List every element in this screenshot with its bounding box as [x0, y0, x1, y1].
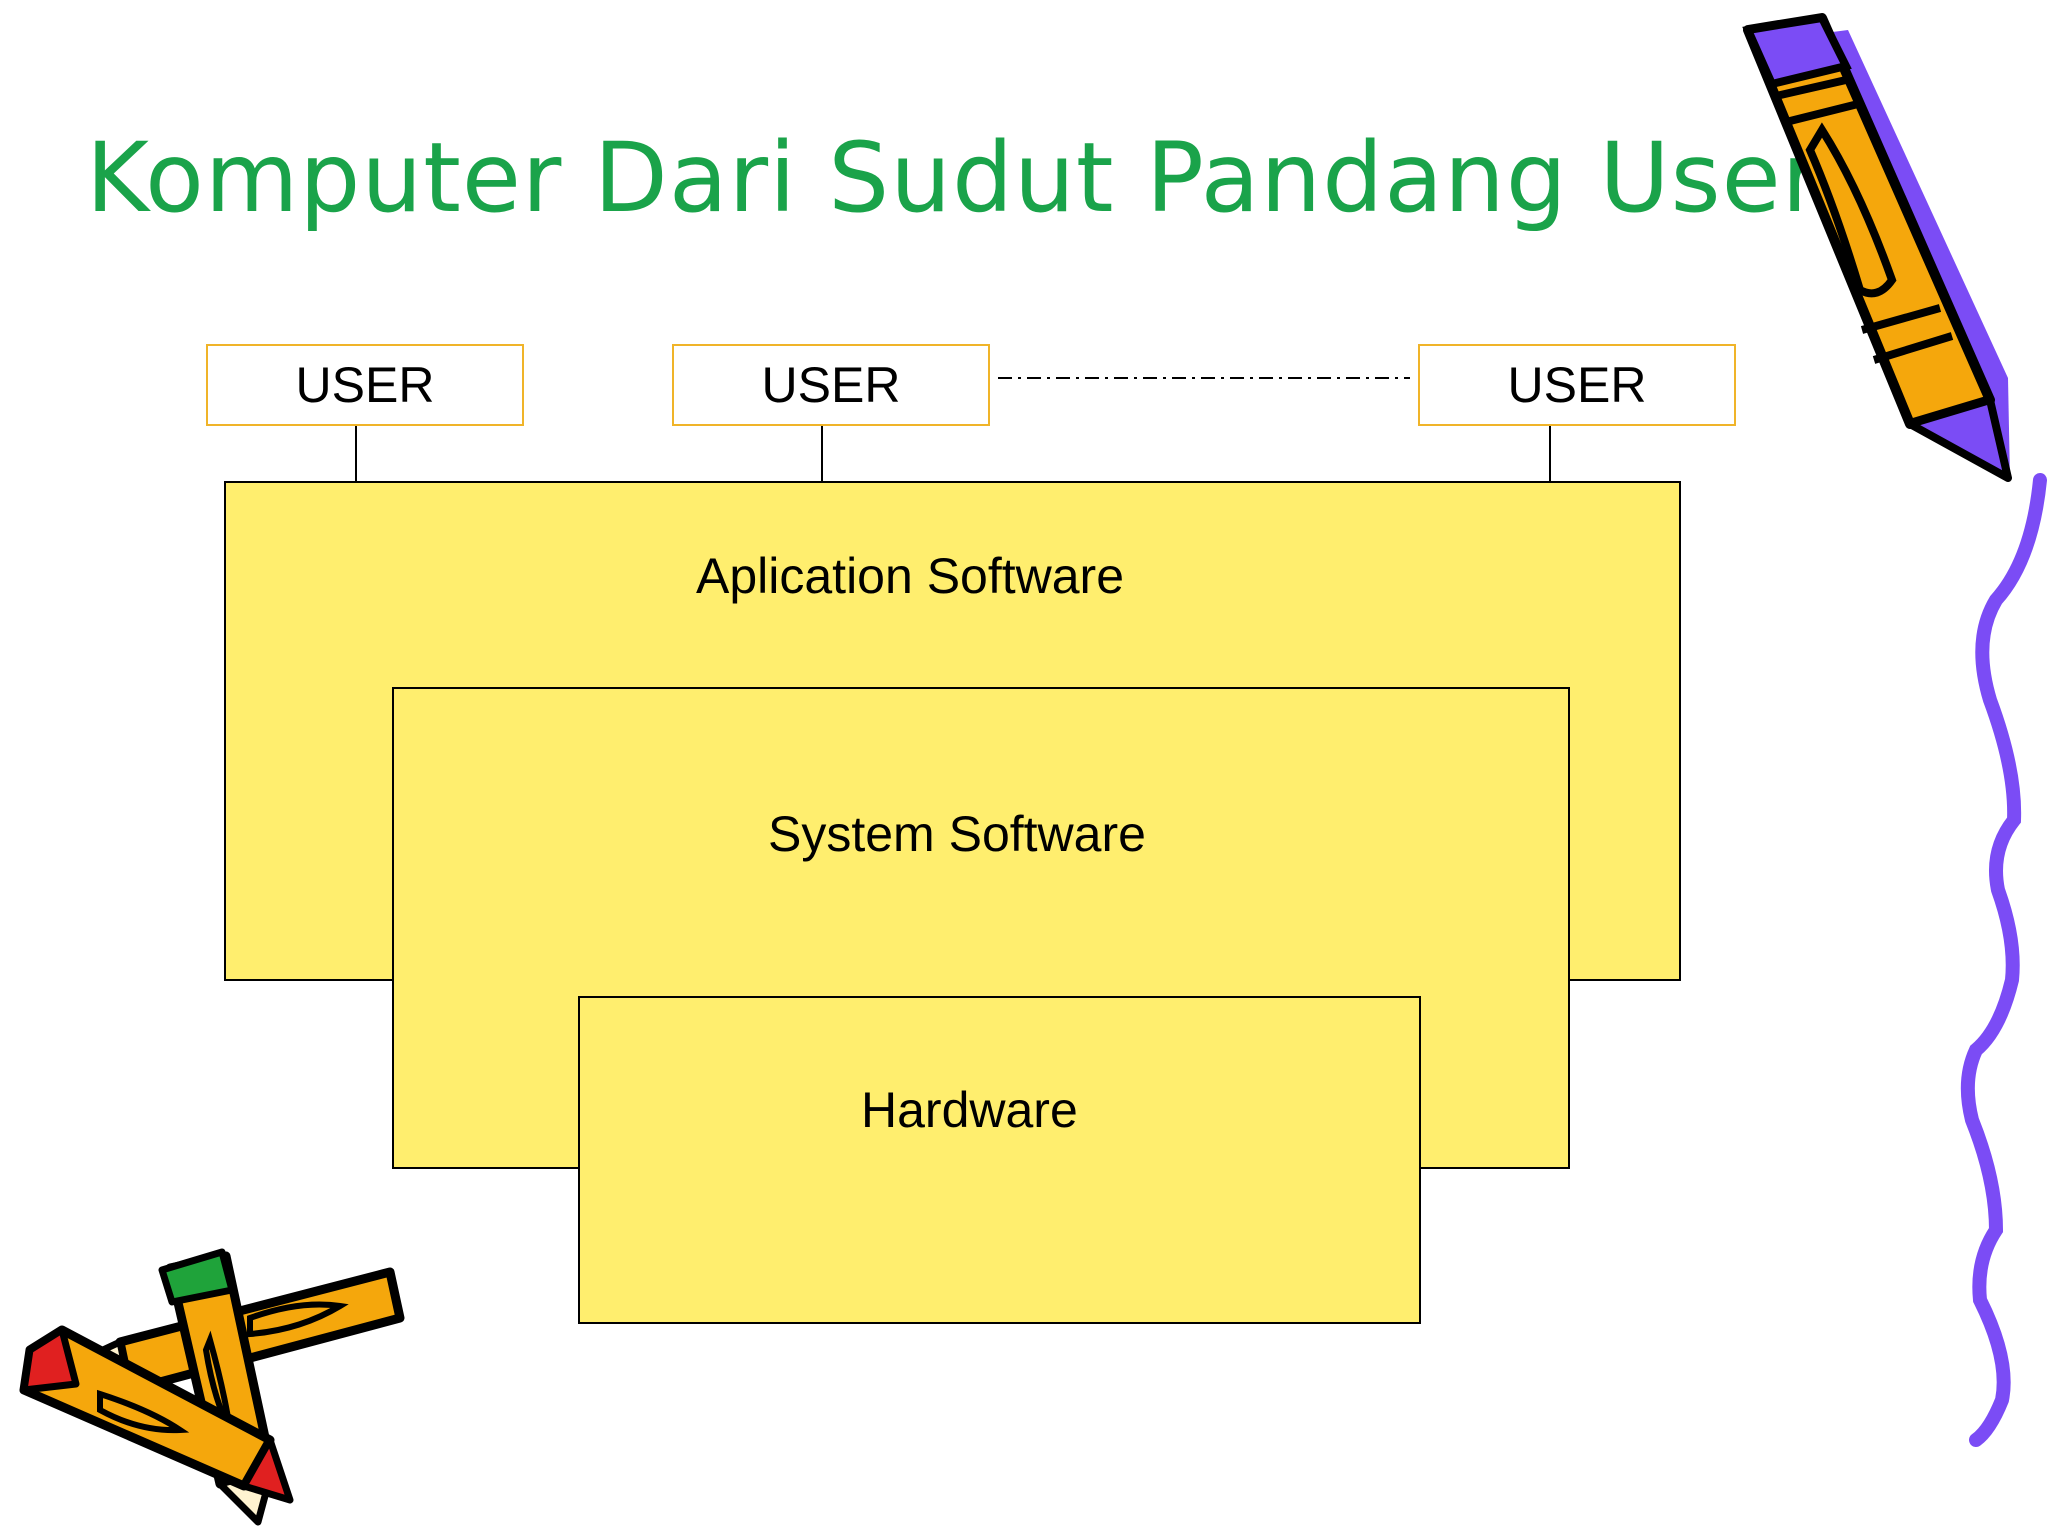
hardware-label: Hardware — [861, 1082, 1078, 1138]
user-label: USER — [761, 357, 901, 413]
user-box-2: USER — [672, 344, 990, 426]
user-label: USER — [1507, 357, 1647, 413]
squiggle-line-icon — [1960, 473, 2047, 1447]
user-label: USER — [295, 357, 435, 413]
user-box-3: USER — [1418, 344, 1736, 426]
pencil-clipart-icon — [1742, 13, 2012, 482]
hardware-layer — [578, 996, 1421, 1324]
crossed-pencils-clipart-icon — [19, 1248, 405, 1526]
system-software-label: System Software — [768, 806, 1146, 862]
application-software-label: Aplication Software — [696, 548, 1125, 604]
user-box-1: USER — [206, 344, 524, 426]
page-title: Komputer Dari Sudut Pandang User — [86, 122, 1823, 234]
